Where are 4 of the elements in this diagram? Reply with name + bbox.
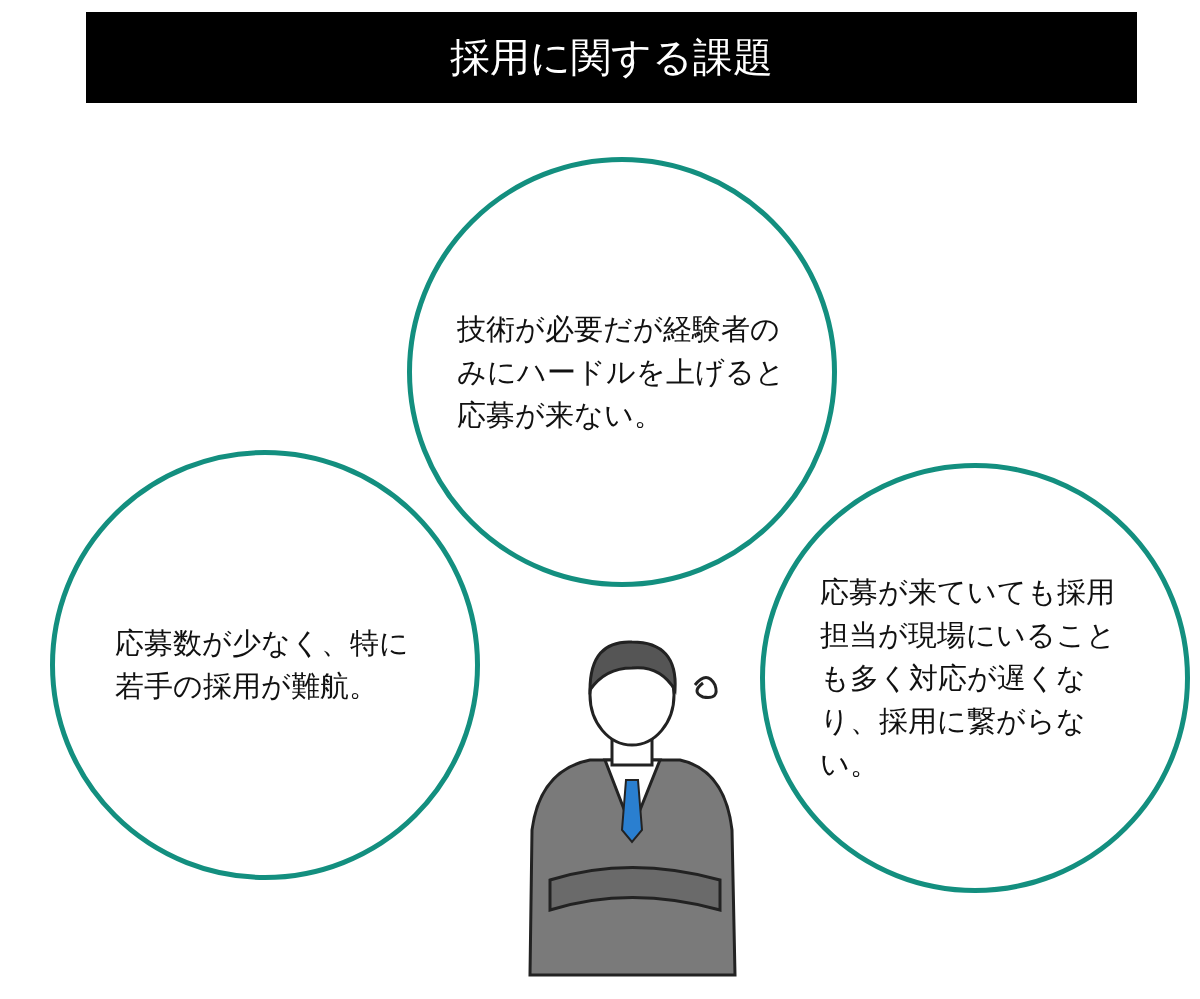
title-banner: 採用に関する課題 xyxy=(86,12,1137,103)
issue-text: 応募が来ていても採用担当が現場にいることも多く対応が遅くなり、採用に繋がらない。 xyxy=(820,573,1117,783)
issue-text: 応募数が少なく、特に若手の採用が難航。 xyxy=(115,625,410,705)
issue-text: 技術が必要だが経験者のみにハードルを上げると応募が来ない。 xyxy=(457,310,786,434)
